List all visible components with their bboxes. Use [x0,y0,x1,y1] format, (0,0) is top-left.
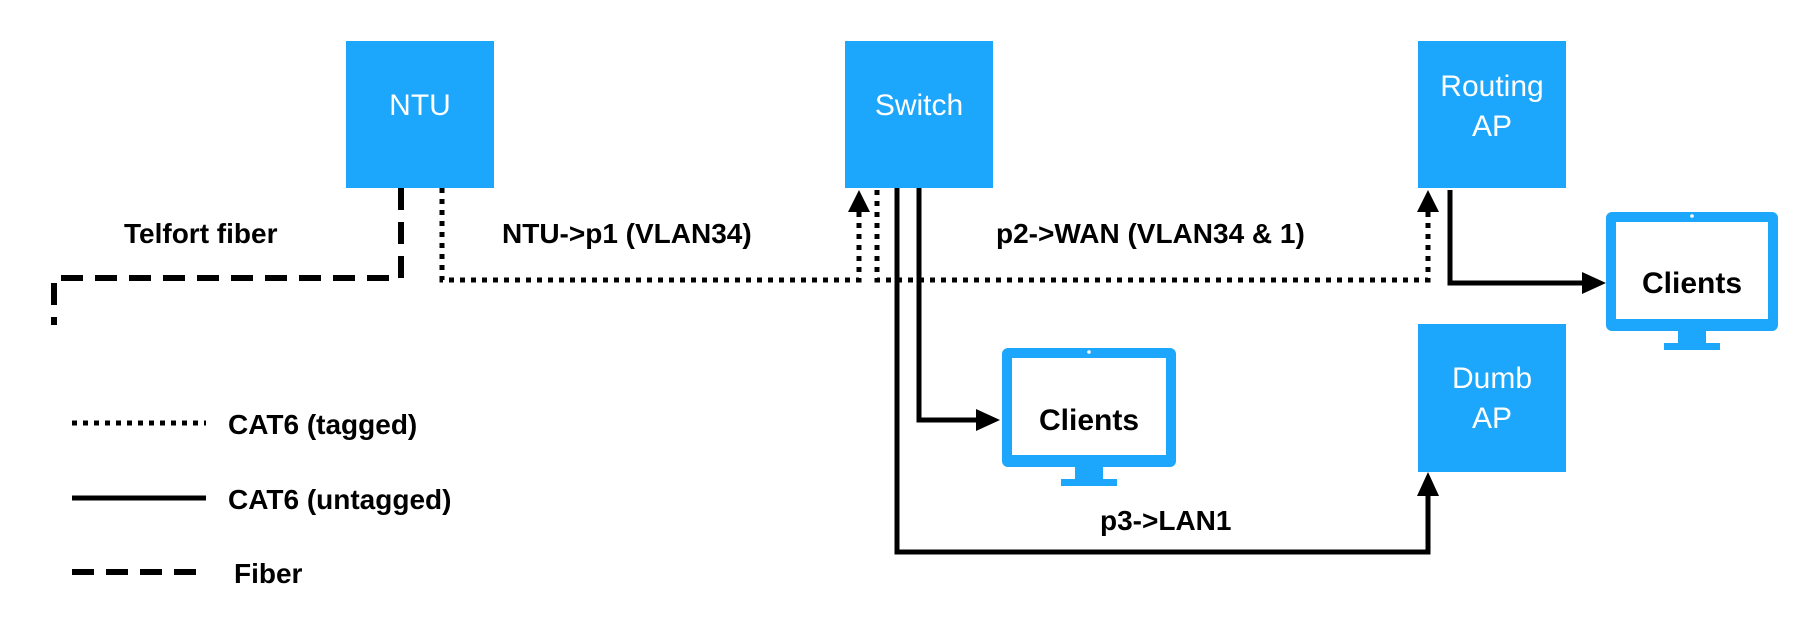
routing-ap-node: Routing AP [1418,41,1566,188]
dumb-ap-label-line1: Dumb [1452,362,1532,395]
legend: CAT6 (tagged) CAT6 (untagged) Fiber [72,409,451,589]
clients-router-node: Clients [1606,212,1778,350]
telfort-fiber-label: Telfort fiber [124,218,278,249]
switch-to-clients-arrowhead [976,409,1000,431]
ntu-box [346,41,494,188]
clients-router-label: Clients [1642,267,1742,300]
ntu-p1-label: NTU->p1 (VLAN34) [502,218,752,249]
ntu-label: NTU [389,89,451,122]
ntu-node: NTU [346,41,494,188]
switch-to-router-link [874,190,1431,283]
legend-label-tagged: CAT6 (tagged) [228,409,417,440]
dumb-ap-box [1418,324,1566,472]
legend-label-untagged: CAT6 (untagged) [228,484,451,515]
routing-ap-box [1418,41,1566,188]
switch-to-dumb-ap-link [894,188,1431,555]
clients-switch-label: Clients [1039,404,1139,437]
dumb-ap-node: Dumb AP [1418,324,1566,472]
clients-switch-node: Clients [1002,348,1176,486]
routing-ap-label-line1: Routing [1440,70,1543,103]
router-to-clients-arrowhead [1582,272,1606,294]
switch-node: Switch [845,41,993,188]
legend-label-fiber: Fiber [234,558,303,589]
switch-to-router-arrowhead [1417,190,1439,212]
p2-wan-label: p2->WAN (VLAN34 & 1) [996,218,1305,249]
switch-label: Switch [875,89,963,122]
switch-to-dumb-ap-arrowhead [1417,472,1439,496]
monitor-icon [1606,212,1778,350]
switch-box [845,41,993,188]
routing-ap-label-line2: AP [1472,110,1512,143]
ntu-to-switch-arrowhead [848,190,870,212]
telfort-fiber-link [51,188,404,325]
router-to-clients-link [1447,190,1584,286]
switch-to-clients-link [916,188,978,423]
dumb-ap-label-line2: AP [1472,402,1512,435]
monitor-icon [1002,348,1176,486]
ntu-to-switch-link [439,188,862,283]
p3-lan1-label: p3->LAN1 [1100,505,1231,536]
